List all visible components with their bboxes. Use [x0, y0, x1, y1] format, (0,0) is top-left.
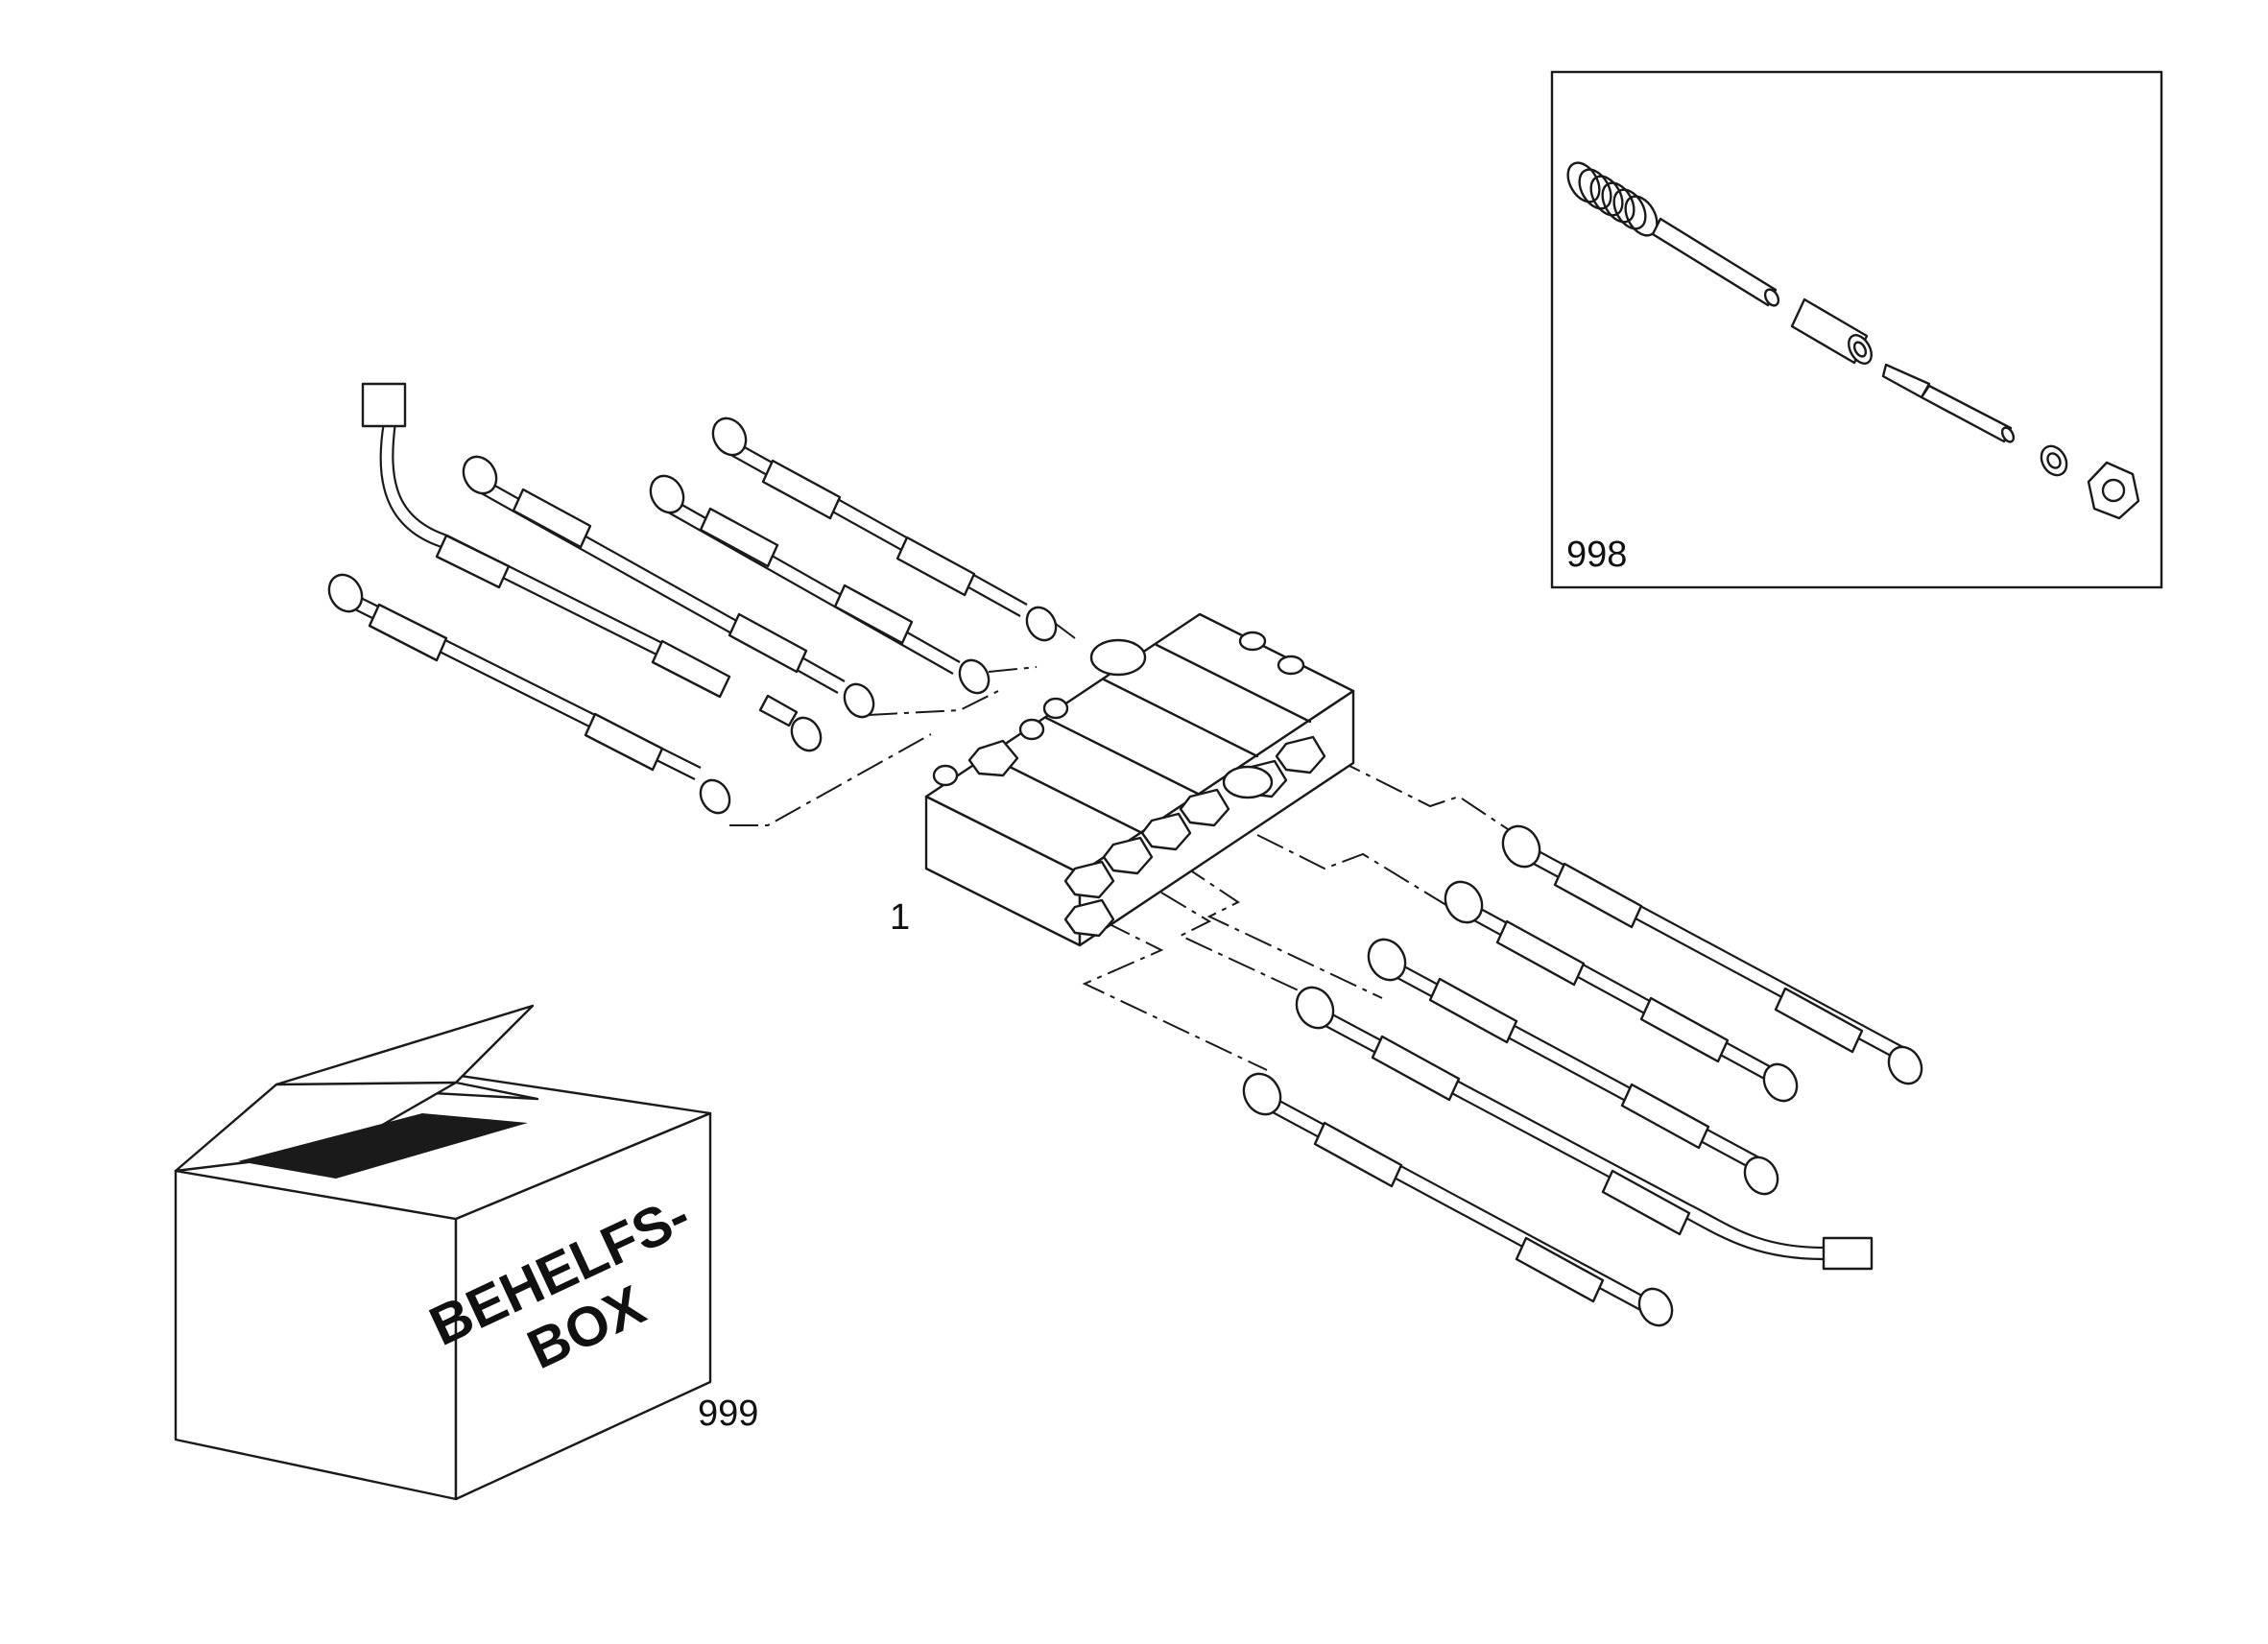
left-pipe-assemblies — [327, 382, 1058, 815]
right-pipe-assemblies — [1242, 824, 1923, 1327]
label-999: 999 — [698, 1394, 758, 1434]
pipe-left-4 — [711, 417, 1058, 642]
pipe-left-3 — [649, 474, 991, 695]
sleeve — [1651, 217, 1780, 307]
label-998: 998 — [1566, 535, 1627, 575]
pipe-right-4 — [1242, 1072, 1674, 1327]
pipe-right-2 — [1444, 880, 1799, 1103]
label-1: 1 — [890, 897, 910, 938]
distributor-block: 1 — [890, 612, 1355, 947]
connection-lines — [729, 623, 1517, 1071]
spring — [1566, 161, 1659, 237]
pipe-curved-left — [361, 382, 823, 752]
distributor-fittings — [932, 697, 1326, 938]
behelfs-box: BEHELFS- BOX 999 — [174, 1004, 758, 1501]
detail-inset: 998 — [1550, 70, 2163, 589]
pipe-left-1 — [327, 573, 731, 815]
pipe-right-curved — [1295, 986, 1874, 1271]
union-nut — [1790, 298, 1873, 365]
box-slot — [238, 1113, 528, 1179]
box-front — [174, 1169, 458, 1501]
pipe-left-2 — [462, 455, 875, 719]
hex-nut — [2087, 461, 2140, 520]
pipe-right-1 — [1501, 824, 1923, 1085]
nipple — [1881, 363, 2016, 443]
pipe-right-3 — [1367, 938, 1779, 1196]
cone-ring — [2040, 444, 2068, 477]
